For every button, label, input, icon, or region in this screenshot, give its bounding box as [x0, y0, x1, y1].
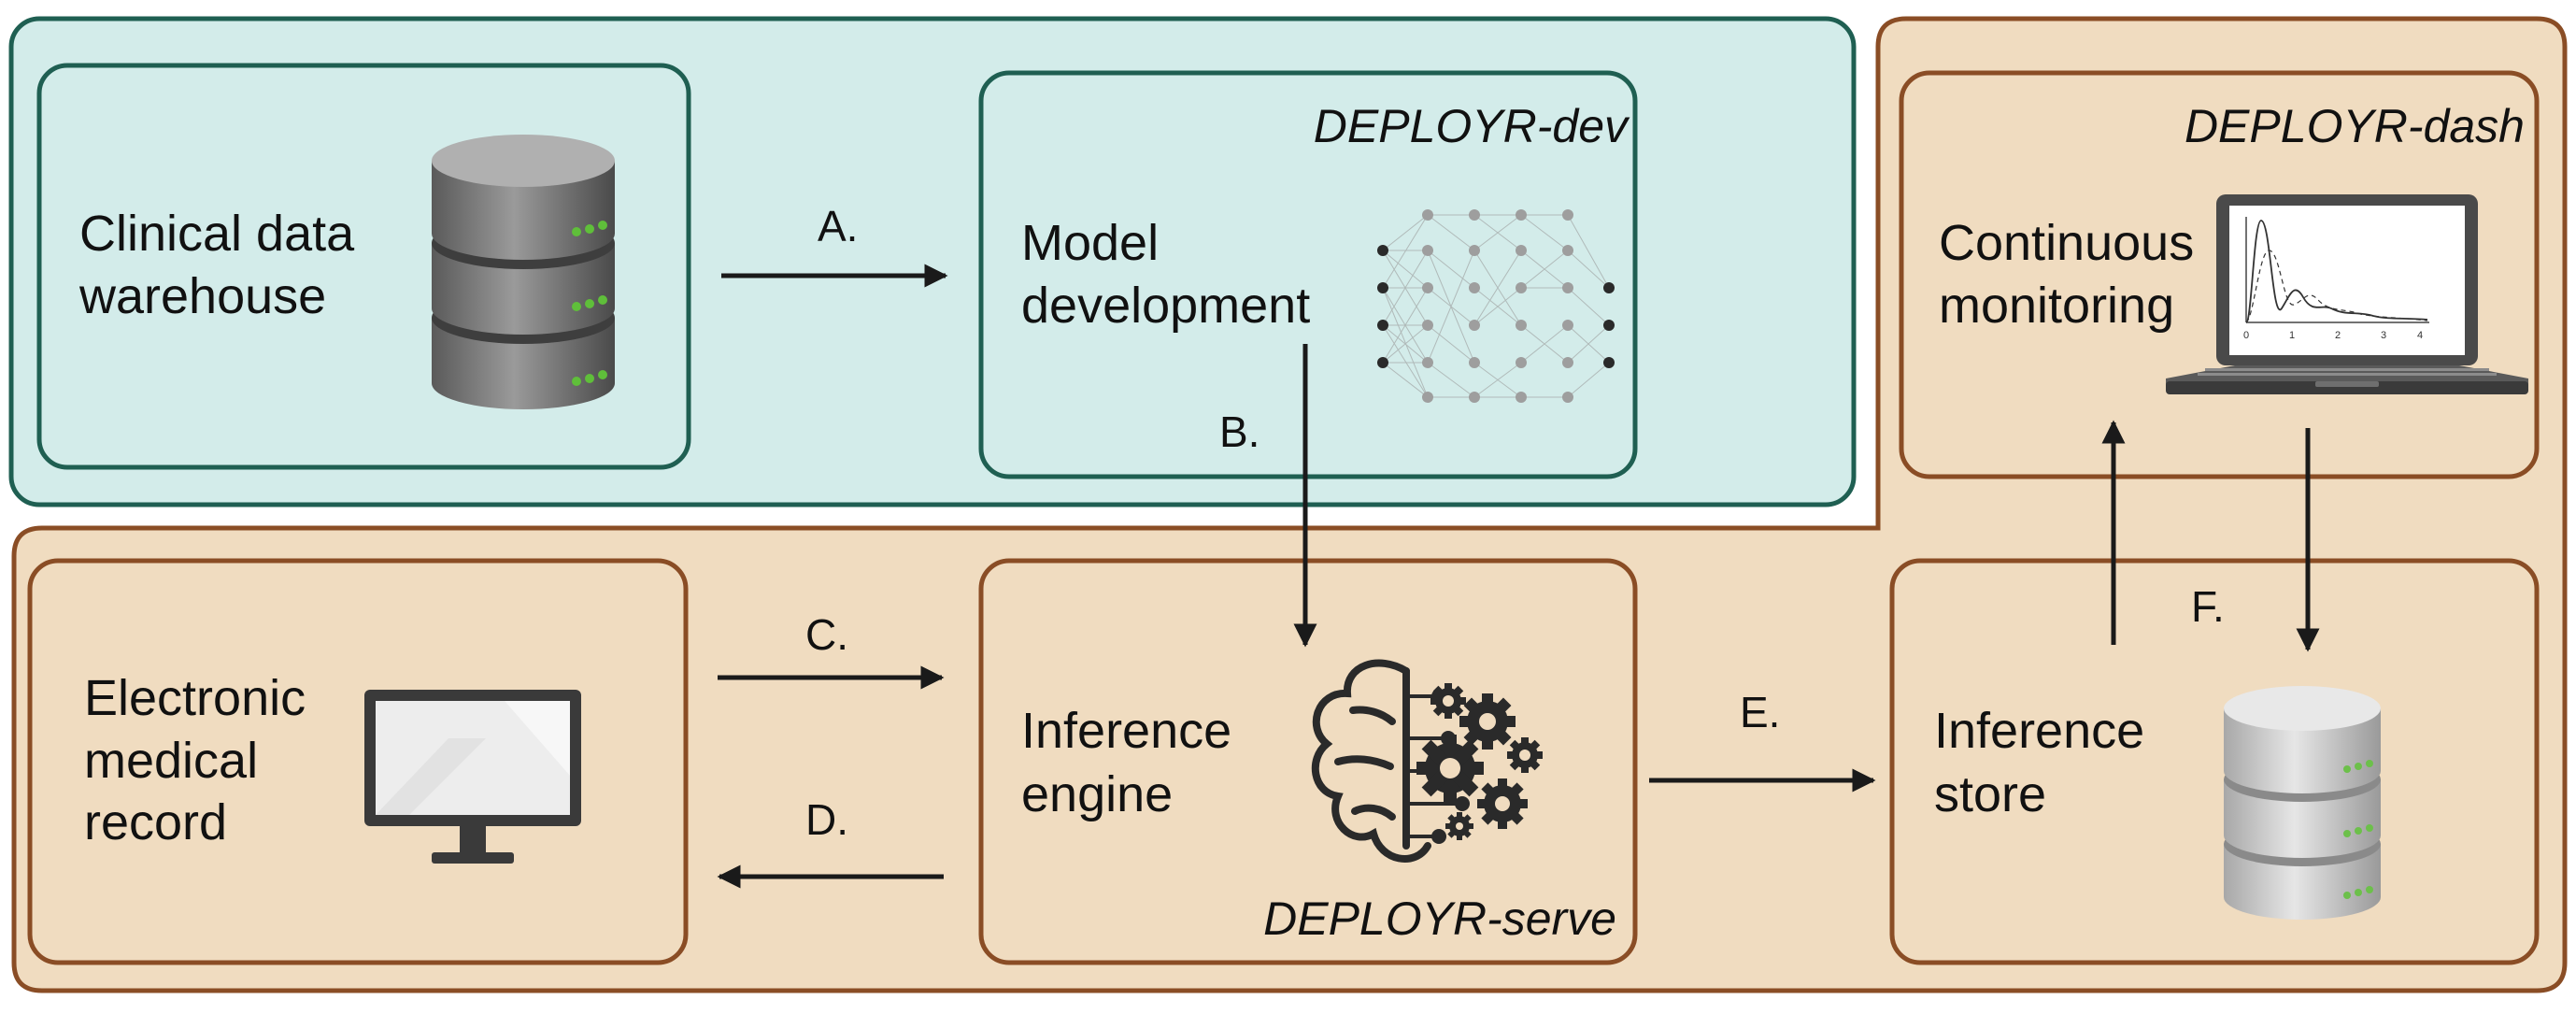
step-label-a: A.: [818, 202, 858, 250]
engine-label-line2: engine: [1021, 766, 1173, 822]
step-label-e: E.: [1740, 688, 1780, 736]
database-icon: [432, 135, 615, 409]
engine-tag: DEPLOYR-serve: [1263, 893, 1616, 945]
brain-gears-icon: [1311, 659, 1543, 863]
step-label-d: D.: [805, 795, 848, 844]
laptop-tick-0: 0: [2243, 330, 2249, 341]
engine-label-line1: Inference: [1021, 703, 1231, 759]
emr-label-line2: medical: [84, 733, 258, 789]
emr-label-line3: record: [84, 794, 227, 850]
laptop-tick-4: 4: [2417, 330, 2423, 341]
emr-box: [27, 558, 689, 965]
laptop-tick-1: 1: [2289, 330, 2295, 341]
database-icon: [2224, 686, 2381, 920]
monitor-icon: [364, 690, 581, 864]
dev-box: [978, 70, 1638, 479]
store-label-line2: store: [1934, 766, 2046, 822]
dev-label-line1: Model: [1021, 215, 1159, 271]
emr-label-line1: Electronic: [84, 670, 306, 726]
dev-tag: DEPLOYR-dev: [1314, 100, 1630, 152]
dev-label-line2: development: [1021, 278, 1310, 334]
step-label-c: C.: [805, 610, 848, 659]
laptop-chart-icon: 0 1 2 3 4: [2166, 194, 2528, 394]
step-label-f: F.: [2191, 582, 2225, 631]
warehouse-label-line1: Clinical data: [79, 206, 355, 262]
dash-label-line1: Continuous: [1939, 215, 2194, 271]
step-label-b: B.: [1219, 407, 1260, 456]
warehouse-label-line2: warehouse: [78, 268, 326, 324]
store-label-line1: Inference: [1934, 703, 2144, 759]
engine-box: [978, 558, 1638, 965]
laptop-tick-2: 2: [2335, 330, 2341, 341]
neural-network-icon: [1377, 209, 1615, 403]
dash-label-line2: monitoring: [1939, 278, 2174, 334]
dash-tag: DEPLOYR-dash: [2185, 100, 2525, 152]
laptop-tick-3: 3: [2381, 330, 2386, 341]
